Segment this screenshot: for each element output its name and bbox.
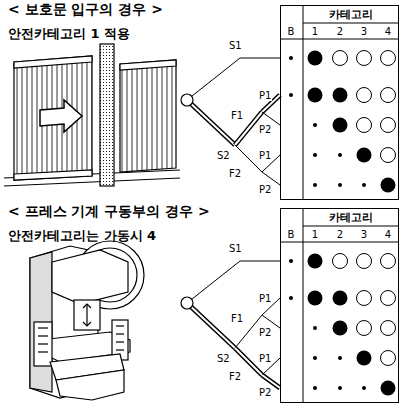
small-dot xyxy=(338,386,342,390)
filled-circle xyxy=(308,254,323,269)
open-circle xyxy=(381,291,396,306)
small-dot xyxy=(338,356,342,360)
open-circle xyxy=(357,88,372,103)
table-rule xyxy=(303,23,399,24)
risk-parameter: P1 xyxy=(258,90,272,101)
risk-parameter: P2 xyxy=(258,124,272,135)
filled-circle xyxy=(357,148,372,163)
filled-circle xyxy=(381,178,396,193)
risk-parameter: S1 xyxy=(228,243,243,254)
filled-circle xyxy=(308,291,323,306)
risk-parameter: F2 xyxy=(228,371,242,382)
small-dot xyxy=(362,386,366,390)
filled-circle xyxy=(333,321,348,336)
category-column: 1 xyxy=(312,229,318,240)
small-dot xyxy=(289,56,293,60)
open-circle xyxy=(381,254,396,269)
small-dot xyxy=(338,153,342,157)
small-dot xyxy=(289,296,293,300)
risk-path xyxy=(187,261,280,303)
press-illustration xyxy=(30,241,144,400)
small-dot xyxy=(313,356,317,360)
risk-path-bold xyxy=(187,100,235,145)
small-dot xyxy=(289,93,293,97)
risk-parameter: S2 xyxy=(216,150,231,161)
open-circle xyxy=(333,254,348,269)
section-subtitle: 안전카테고리 1 적용 xyxy=(8,27,130,41)
open-circle xyxy=(381,321,396,336)
table-rule xyxy=(303,226,399,227)
table-rule xyxy=(303,208,304,403)
open-circle xyxy=(381,118,396,133)
small-dot xyxy=(313,326,317,330)
filled-circle xyxy=(333,118,348,133)
category-column: 3 xyxy=(361,26,367,37)
category-column: 1 xyxy=(312,26,318,37)
risk-path-bold xyxy=(187,303,235,348)
gate-illustration xyxy=(4,44,180,186)
risk-parameter: P1 xyxy=(258,293,272,304)
open-circle xyxy=(381,51,396,66)
filled-circle xyxy=(333,291,348,306)
risk-parameter: P2 xyxy=(258,387,272,398)
risk-parameter: P2 xyxy=(258,184,272,195)
risk-parameter: F1 xyxy=(230,110,244,121)
table-rule xyxy=(303,5,304,200)
risk-parameter: P1 xyxy=(258,150,272,161)
open-circle xyxy=(357,321,372,336)
risk-path xyxy=(187,58,280,100)
open-circle xyxy=(357,51,372,66)
filled-circle xyxy=(381,381,396,396)
small-dot xyxy=(289,259,293,263)
small-dot xyxy=(313,123,317,127)
filled-circle xyxy=(308,88,323,103)
risk-parameter: P1 xyxy=(258,353,272,364)
small-dot xyxy=(313,183,317,187)
table-header: 카테고리 xyxy=(303,8,398,21)
category-column: B xyxy=(288,229,295,240)
table-header: 카테고리 xyxy=(303,211,398,224)
category-column: 4 xyxy=(385,26,391,37)
risk-path-inner xyxy=(187,303,235,348)
category-column: 4 xyxy=(385,229,391,240)
filled-circle xyxy=(308,51,323,66)
section-heading: < 프레스 기계 구동부의 경우 > xyxy=(8,204,210,219)
open-circle xyxy=(381,148,396,163)
category-column: B xyxy=(288,26,295,37)
open-circle xyxy=(333,51,348,66)
section-subtitle: 안전카테고리는 가동시 4 xyxy=(8,229,156,243)
category-column: 2 xyxy=(337,26,343,37)
graph-start xyxy=(181,94,193,106)
risk-parameter: S1 xyxy=(228,40,243,51)
small-dot xyxy=(313,386,317,390)
open-circle xyxy=(357,291,372,306)
open-circle xyxy=(381,351,396,366)
risk-path-inner xyxy=(187,100,235,145)
small-dot xyxy=(362,183,366,187)
risk-parameter: S2 xyxy=(216,353,231,364)
section-heading: < 보호문 입구의 경우 > xyxy=(8,2,163,17)
filled-circle xyxy=(333,88,348,103)
table-rule xyxy=(280,39,399,40)
table-rule xyxy=(280,242,399,243)
open-circle xyxy=(357,254,372,269)
category-column: 3 xyxy=(361,229,367,240)
open-circle xyxy=(381,88,396,103)
risk-parameter: F1 xyxy=(230,313,244,324)
risk-parameter: F2 xyxy=(228,168,242,179)
filled-circle xyxy=(357,351,372,366)
category-column: 2 xyxy=(337,229,343,240)
small-dot xyxy=(338,183,342,187)
open-circle xyxy=(357,118,372,133)
risk-parameter: P2 xyxy=(258,327,272,338)
graph-start xyxy=(181,297,193,309)
small-dot xyxy=(313,153,317,157)
